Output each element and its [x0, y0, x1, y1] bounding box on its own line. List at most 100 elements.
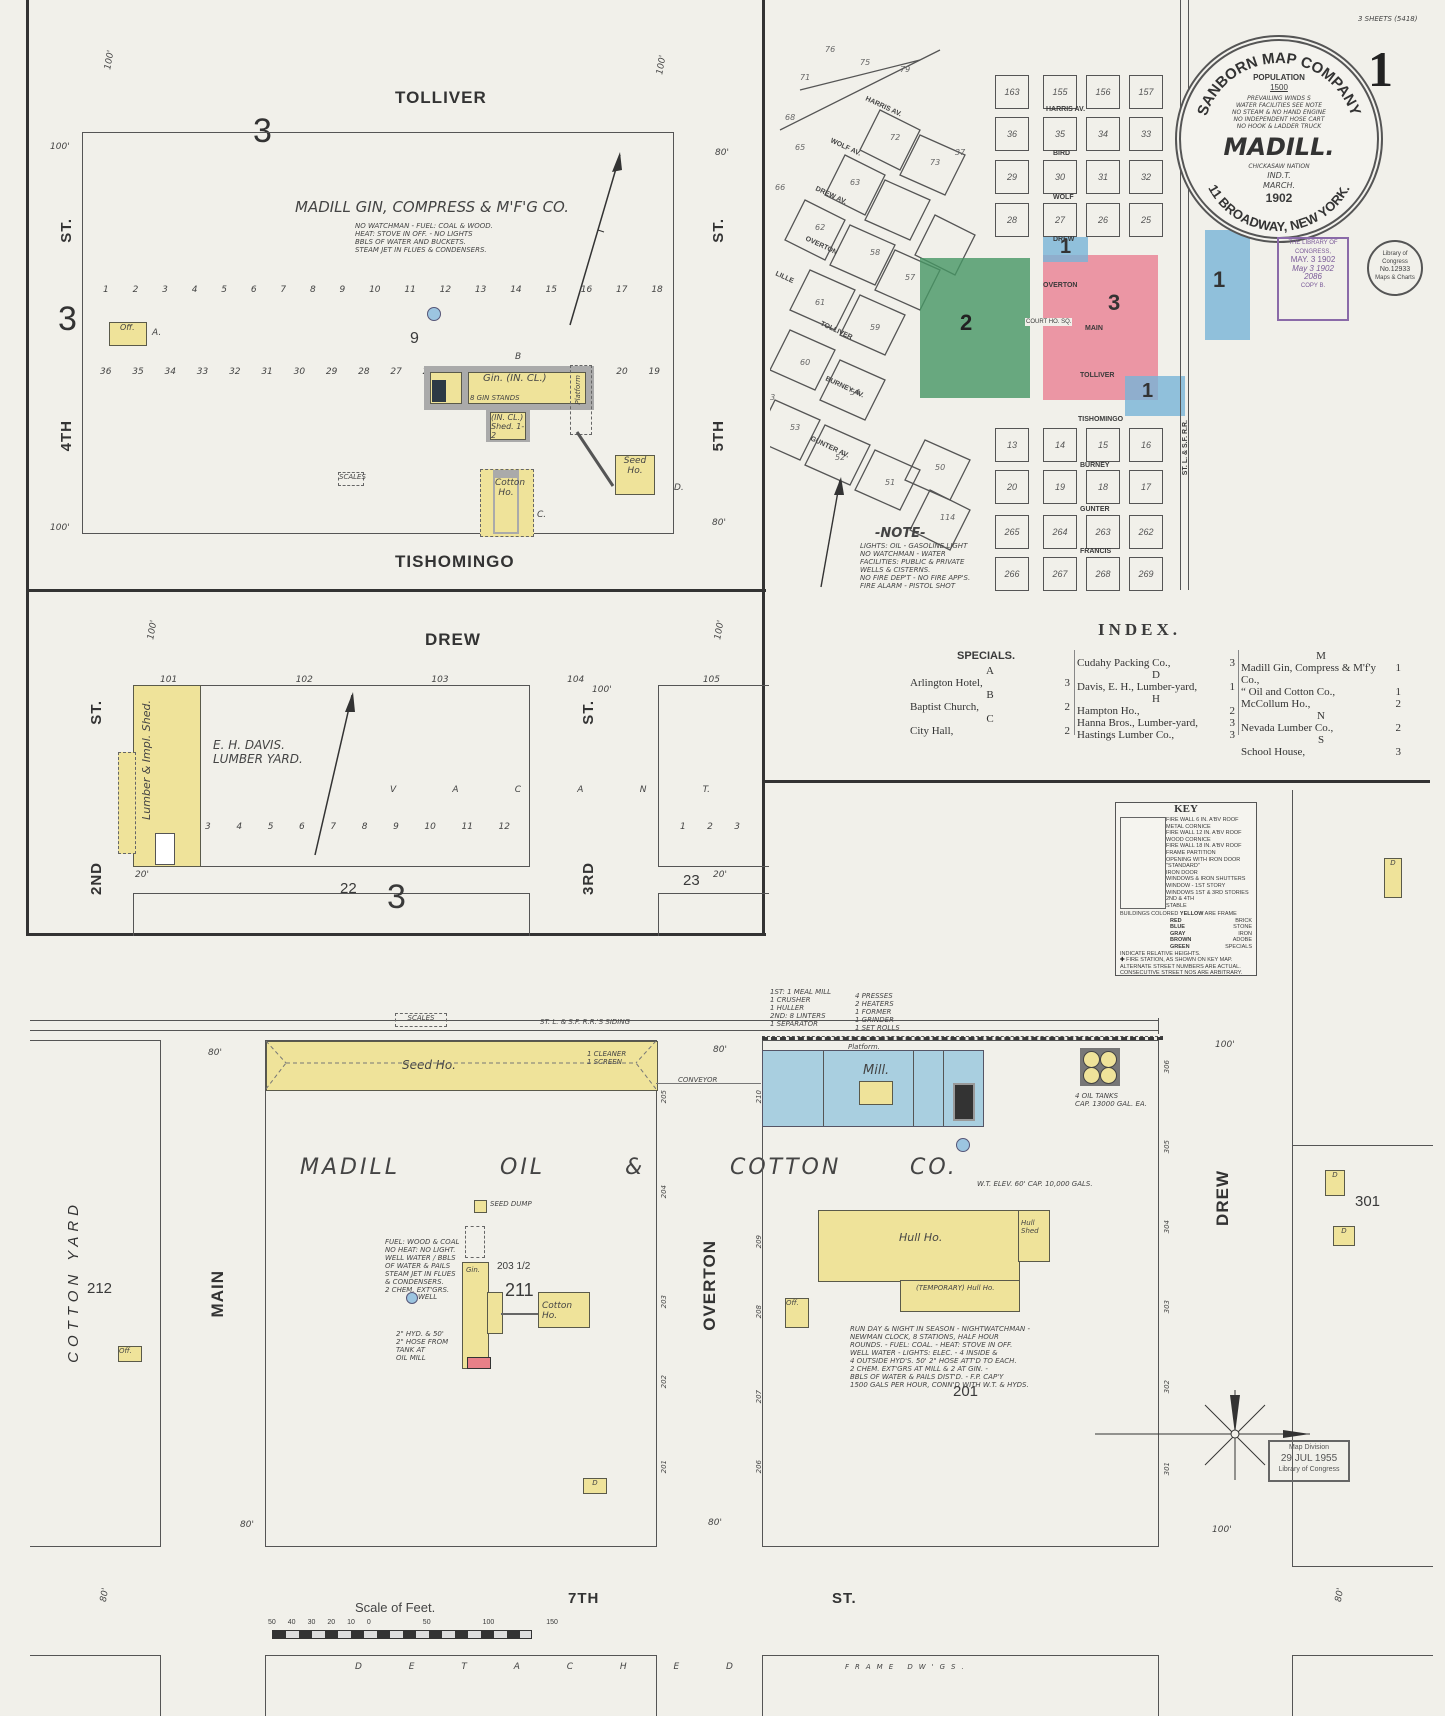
map-block: 34 — [1086, 117, 1120, 151]
compass-rose-icon — [1095, 1390, 1310, 1480]
street-label: OVERTON — [1043, 282, 1078, 289]
panel-border — [765, 780, 1430, 783]
dimension: 100' — [713, 619, 727, 641]
specials-title: SPECIALS. — [957, 650, 1016, 662]
seed-dump — [474, 1200, 487, 1213]
map-block: 36 — [995, 117, 1029, 151]
index-entry[interactable]: Cudahy Packing Co.,3 — [1077, 657, 1235, 669]
street-3rd-st: ST. — [580, 700, 597, 725]
panel-border — [26, 0, 29, 935]
building-label-c: C. — [537, 510, 547, 520]
index-entry[interactable]: School House,3 — [1241, 746, 1401, 758]
index-entry[interactable]: Baptist Church,2 — [910, 701, 1070, 713]
street-label: WOLF — [1053, 194, 1074, 201]
map-block: 20 — [995, 470, 1029, 504]
city-block-southeast — [658, 893, 769, 936]
index-entry[interactable]: Davis, E. H., Lumber-yard,1 — [1077, 681, 1235, 693]
index-entry[interactable]: Arlington Hotel,3 — [910, 677, 1070, 689]
street-number: 303 — [1163, 1300, 1171, 1314]
svg-text:79: 79 — [900, 65, 910, 74]
svg-text:68: 68 — [785, 113, 795, 122]
sheet-1-area-east — [1205, 230, 1250, 340]
city-block-301 — [1292, 790, 1433, 1146]
well-icon — [406, 1292, 418, 1304]
svg-text:72: 72 — [890, 133, 900, 142]
dimension: 80' — [713, 1045, 727, 1055]
block-number: 3 — [387, 878, 406, 916]
block-number-301: 301 — [1355, 1193, 1381, 1210]
dimension: 100' — [50, 523, 70, 533]
svg-text:OVERTON: OVERTON — [804, 235, 838, 256]
fire-notes: NO WATCHMAN - FUEL: COAL & WOOD.HEAT: ST… — [355, 222, 493, 254]
street-tolliver: TOLLIVER — [395, 88, 487, 107]
street-drew: DREW — [425, 630, 481, 649]
street-tishomingo: TISHOMINGO — [395, 552, 515, 571]
map-block: 163 — [995, 75, 1029, 109]
index-entry[interactable]: Hastings Lumber Co.,3 — [1077, 729, 1235, 741]
note-title: -NOTE- — [875, 526, 926, 541]
well-icon — [956, 1138, 970, 1152]
street-number: 204 — [660, 1185, 668, 1199]
building-label-d: D. — [674, 483, 684, 493]
population-value: 1500 — [1270, 83, 1288, 92]
index-entry[interactable]: Nevada Lumber Co.,2 — [1241, 722, 1401, 734]
street-number: 305 — [1163, 1140, 1171, 1154]
company-title: MADILL GIN, COMPRESS & M'F'G CO. — [295, 198, 570, 216]
svg-text:62: 62 — [815, 223, 825, 232]
city-block-main — [265, 1040, 657, 1547]
detached-block — [265, 1655, 657, 1716]
map-block: 269 — [1129, 557, 1163, 591]
dimension: 100' — [592, 685, 612, 695]
panel-border — [26, 933, 766, 936]
index-entry[interactable]: Hanna Bros., Lumber-yard,3 — [1077, 717, 1235, 729]
fire-station-icon: ✚ — [1120, 957, 1125, 964]
nation: CHICKASAW NATION — [1248, 163, 1310, 170]
index-divider — [1074, 650, 1075, 735]
map-block: 33 — [1129, 117, 1163, 151]
index-entry[interactable]: Hampton Ho.,2 — [1077, 705, 1235, 717]
map-block: 15 — [1086, 428, 1120, 462]
map-block: 263 — [1086, 515, 1120, 549]
block-number: 3 — [253, 112, 272, 150]
street-number: 203 — [660, 1295, 668, 1309]
platform — [465, 1226, 485, 1258]
sub-block-number: 9 — [410, 330, 419, 347]
block-label-23: 23 — [683, 872, 700, 889]
index-entry[interactable]: Madill Gin, Compress & M'f'y Co.,1 — [1241, 662, 1401, 686]
boiler-brick — [467, 1357, 491, 1369]
sheet-1-area-drew — [1043, 237, 1088, 262]
key-symbols — [1120, 817, 1166, 909]
index-entry[interactable]: McCollum Ho.,2 — [1241, 698, 1401, 710]
map-block: 18 — [1086, 470, 1120, 504]
street-overton: OVERTON — [700, 1240, 719, 1331]
sheets-note: 3 SHEETS (5418) — [1358, 15, 1418, 23]
gin-building: Gin. (IN. CL.) — [468, 372, 586, 404]
svg-text:76: 76 — [825, 45, 835, 54]
sheet-number: 1 — [1368, 41, 1393, 97]
street-number: 306 — [1163, 1060, 1171, 1074]
map-block: 35 — [1043, 117, 1077, 151]
svg-text:53: 53 — [790, 423, 800, 432]
svg-text:114: 114 — [940, 513, 955, 522]
title-cotton: COTTON — [730, 1155, 842, 1180]
block-number-203-half: 203 1/2 — [497, 1261, 531, 1272]
svg-text:TOLLIVER: TOLLIVER — [819, 320, 853, 341]
office-building: Off. — [785, 1298, 809, 1328]
metal-chute — [575, 431, 615, 487]
sheet-label-2: 2 — [960, 310, 973, 335]
well-label: WELL — [418, 1293, 438, 1301]
metal-chute — [501, 1313, 539, 1315]
index-entry[interactable]: “ Oil and Cotton Co.,1 — [1241, 686, 1401, 698]
index-entry[interactable]: City Hall,2 — [910, 725, 1070, 737]
index-divider — [1238, 650, 1239, 735]
map-block: 29 — [995, 160, 1029, 194]
sheet-label-1: 1 — [1213, 267, 1226, 292]
